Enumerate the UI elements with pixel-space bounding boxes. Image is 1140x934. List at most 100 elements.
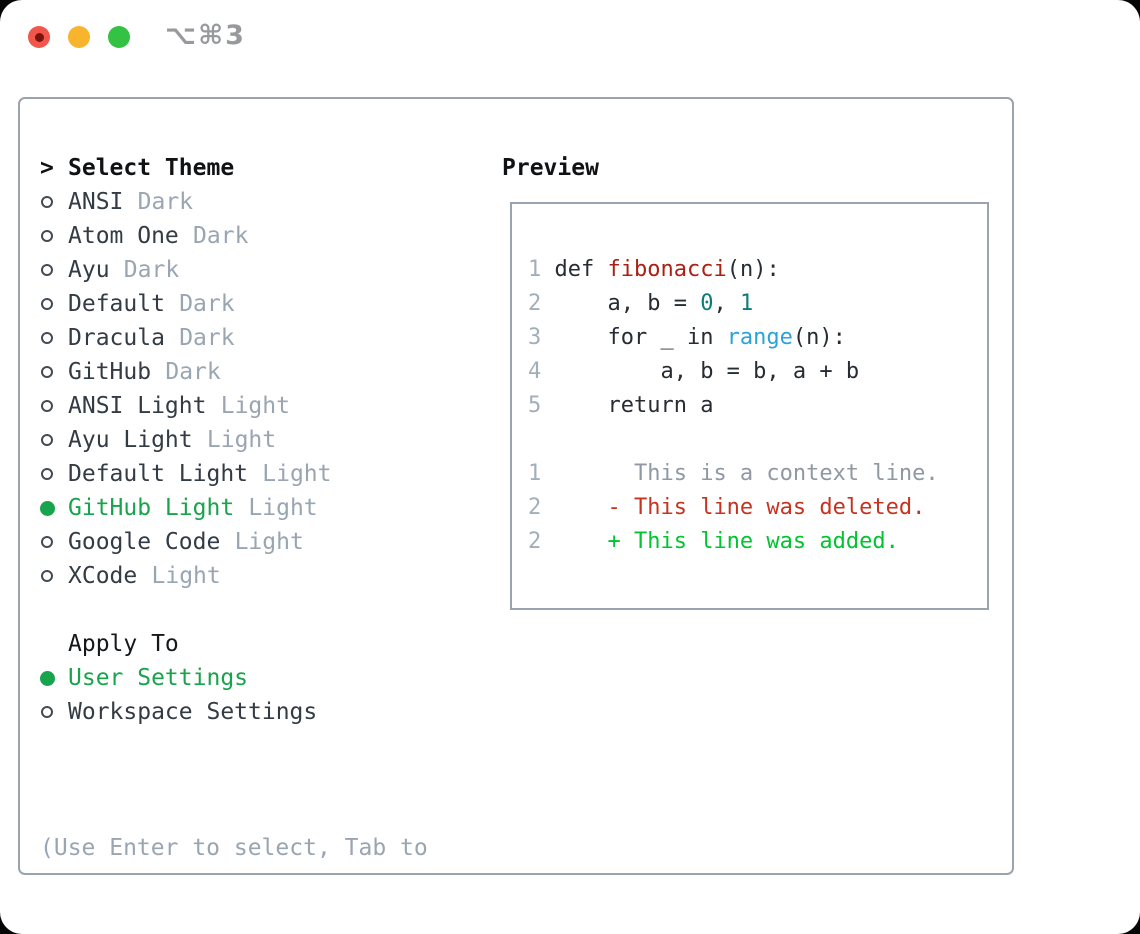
theme-option[interactable]: Atom One Dark	[40, 219, 428, 253]
code-segment: fibonacci	[607, 257, 727, 282]
option-variant: Dark	[165, 359, 221, 385]
code-segment: 0	[700, 291, 714, 316]
radio-unselected-icon	[40, 536, 68, 548]
option-label: Dracula	[68, 325, 165, 351]
option-label: Default Light	[68, 461, 249, 487]
theme-option[interactable]: GitHub Light Light	[40, 491, 428, 525]
radio-unselected-icon	[40, 434, 68, 446]
option-label: Ayu	[68, 257, 110, 283]
theme-option[interactable]: Default Light Light	[40, 457, 428, 491]
radio-unselected-icon	[40, 264, 68, 276]
window-title: ⌥⌘3	[165, 20, 246, 51]
minimize-button[interactable]	[68, 26, 90, 48]
theme-option[interactable]: Default Dark	[40, 287, 428, 321]
line-number: 1	[528, 461, 555, 486]
apply-to-header: Apply To	[40, 627, 428, 661]
code-line: 1 def fibonacci(n):	[528, 253, 987, 287]
select-theme-header: > Select Theme	[40, 151, 428, 185]
code-segment: def	[554, 257, 608, 282]
line-number: 5	[528, 393, 555, 418]
select-theme-title: Select Theme	[68, 155, 235, 181]
code-line: 2 a, b = 0, 1	[528, 287, 987, 321]
code-line: 5 return a	[528, 389, 987, 423]
option-variant: Dark	[179, 325, 235, 351]
line-number: 2	[528, 529, 555, 554]
maximize-button[interactable]	[108, 26, 130, 48]
option-variant: Dark	[137, 189, 194, 215]
option-variant: Light	[220, 393, 290, 419]
theme-option[interactable]: ANSI Light Light	[40, 389, 428, 423]
option-label: GitHub Light	[68, 495, 235, 521]
line-number	[528, 427, 541, 452]
code-segment: + This line was added.	[554, 529, 899, 554]
option-label: GitHub	[68, 359, 152, 385]
option-variant: Dark	[179, 291, 235, 317]
help-text-line-1: (Use Enter to select, Tab to	[40, 835, 428, 861]
radio-unselected-icon	[40, 570, 68, 582]
help-text: (Use Enter to select, Tab to change focu…	[40, 763, 428, 934]
option-variant: Light	[262, 461, 332, 487]
apply-to-title: Apply To	[68, 631, 179, 657]
radio-unselected-icon	[40, 196, 68, 208]
option-variant: Dark	[193, 223, 249, 249]
apply-to-option[interactable]: User Settings	[40, 661, 428, 695]
option-variant: Light	[206, 427, 277, 453]
theme-option[interactable]: XCode Light	[40, 559, 428, 593]
apply-to-option[interactable]: Workspace Settings	[40, 695, 428, 729]
code-segment: 1	[739, 291, 754, 316]
theme-option[interactable]: Ayu Dark	[40, 253, 428, 287]
code-segment: return a	[554, 393, 714, 418]
option-label: Atom One	[68, 223, 179, 249]
code-segment: - This line was deleted.	[554, 495, 926, 520]
code-line	[528, 423, 987, 457]
option-label: XCode	[68, 563, 138, 589]
option-label: Google Code	[68, 529, 221, 555]
radio-unselected-icon	[40, 332, 68, 344]
option-label: Workspace Settings	[68, 699, 318, 725]
line-number: 2	[528, 495, 555, 520]
code-segment: (n):	[792, 325, 846, 350]
code-line: 4 a, b = b, a + b	[528, 355, 987, 389]
radio-unselected-icon	[40, 298, 68, 310]
option-label: User Settings	[68, 665, 249, 691]
line-number: 3	[528, 325, 555, 350]
code-segment: ,	[713, 291, 740, 316]
code-segment: (n):	[726, 257, 780, 282]
theme-option[interactable]: Dracula Dark	[40, 321, 428, 355]
code-segment: for _ in	[554, 325, 727, 350]
code-line: 2 + This line was added.	[528, 525, 987, 559]
option-label: ANSI Light	[68, 393, 207, 419]
option-variant: Light	[248, 495, 318, 521]
code-segment: This is a context line.	[554, 461, 939, 486]
close-button[interactable]	[28, 26, 50, 48]
code-line: 2 - This line was deleted.	[528, 491, 987, 525]
preview-title: Preview	[502, 155, 599, 181]
theme-option[interactable]: Ayu Light Light	[40, 423, 428, 457]
radio-unselected-icon	[40, 230, 68, 242]
option-variant: Light	[151, 563, 221, 589]
option-label: Default	[68, 291, 165, 317]
option-variant: Light	[234, 529, 304, 555]
radio-selected-icon	[40, 670, 68, 686]
code-line: 1 This is a context line.	[528, 457, 987, 491]
theme-option[interactable]: GitHub Dark	[40, 355, 428, 389]
cursor-icon: >	[40, 155, 54, 181]
radio-unselected-icon	[40, 468, 68, 480]
radio-selected-icon	[40, 500, 68, 516]
radio-unselected-icon	[40, 706, 68, 718]
code-segment: a, b = b, a + b	[554, 359, 860, 384]
code-line: 3 for _ in range(n):	[528, 321, 987, 355]
blank-line	[40, 729, 428, 763]
unsaved-dot-icon	[34, 32, 44, 42]
radio-unselected-icon	[40, 400, 68, 412]
theme-option[interactable]: Google Code Light	[40, 525, 428, 559]
option-variant: Dark	[123, 257, 180, 283]
option-label: Ayu Light	[68, 427, 193, 453]
blank-line	[40, 593, 428, 627]
